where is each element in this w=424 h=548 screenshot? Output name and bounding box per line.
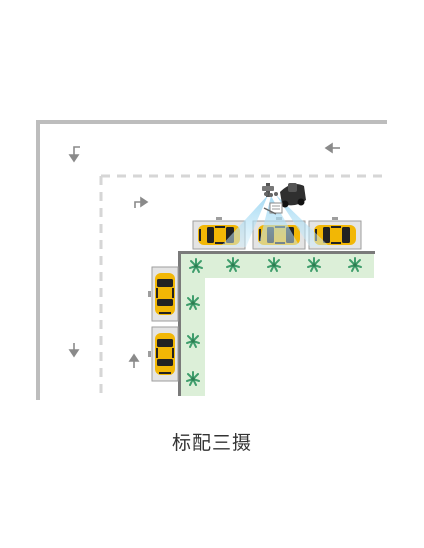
car-icon bbox=[155, 333, 175, 375]
turn-left-down-arrow-icon bbox=[68, 146, 80, 163]
parking-lot-diagram bbox=[36, 120, 387, 400]
outer-wall bbox=[36, 120, 387, 400]
camera-icon bbox=[264, 192, 278, 197]
left-arrow-icon bbox=[324, 142, 340, 154]
kerb bbox=[178, 251, 375, 396]
camera-beams bbox=[220, 195, 330, 247]
down-arrow-icon bbox=[68, 343, 80, 358]
caption: 标配三摄 bbox=[171, 432, 252, 454]
car-icon bbox=[155, 273, 175, 315]
green-belt bbox=[181, 254, 374, 396]
patrol-robot-icon bbox=[262, 183, 306, 215]
up-arrow-icon bbox=[128, 353, 140, 368]
lane-line bbox=[99, 174, 384, 400]
turn-right-arrow-icon bbox=[134, 196, 149, 208]
